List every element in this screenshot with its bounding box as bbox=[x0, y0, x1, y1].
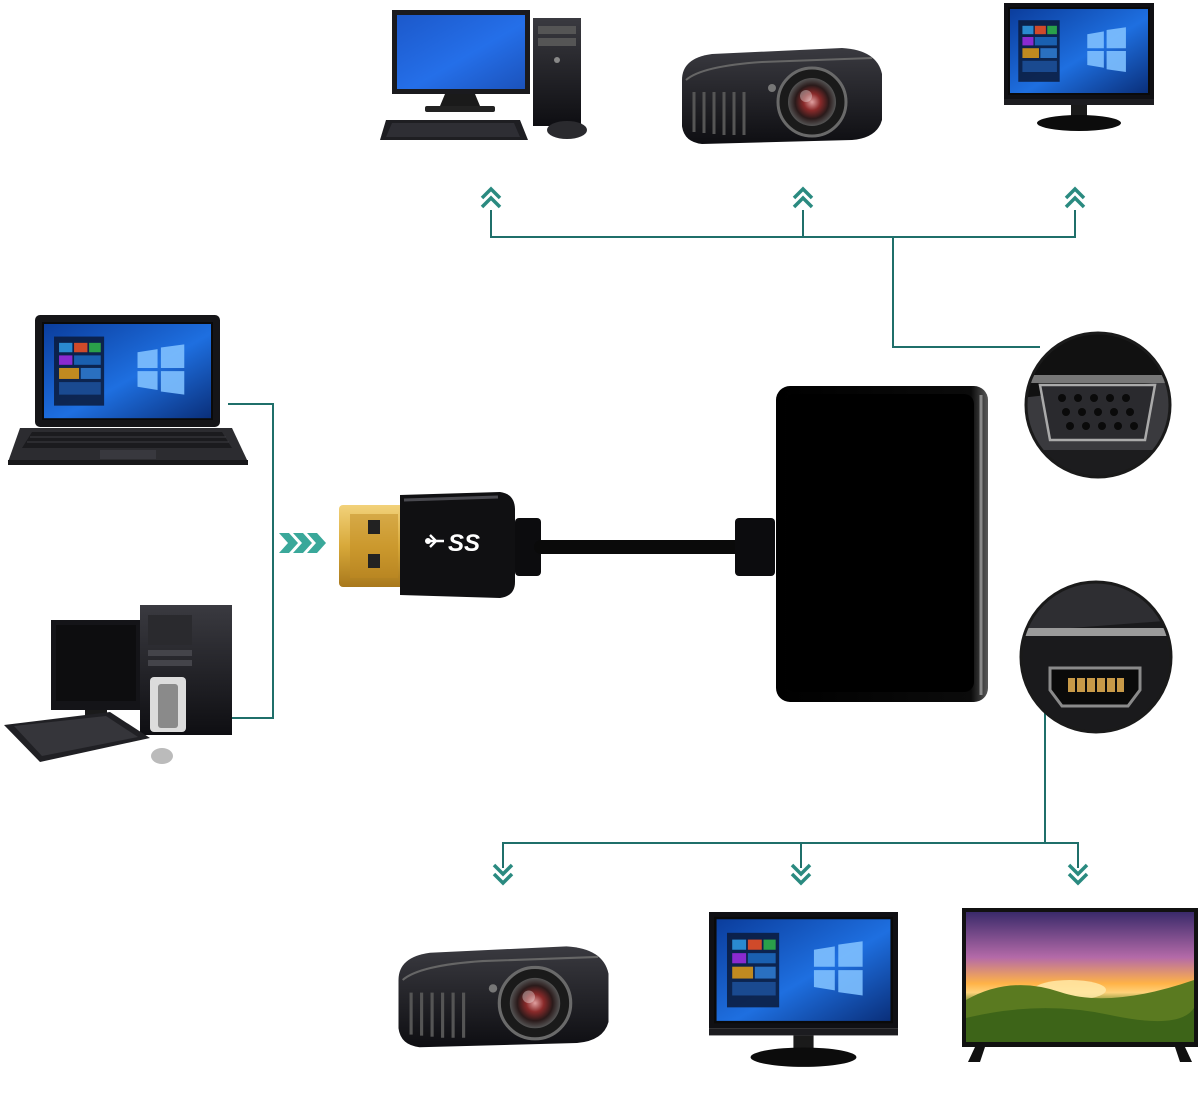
usb-cable bbox=[534, 518, 775, 576]
laptop-icon bbox=[8, 315, 248, 465]
tv-icon bbox=[962, 908, 1198, 1062]
adapter-body bbox=[776, 386, 988, 702]
usb-logo-text: SS bbox=[448, 530, 480, 557]
vga-port-icon bbox=[1024, 331, 1172, 479]
hdmi-bus-line bbox=[502, 842, 1079, 868]
desktop-pc-icon bbox=[380, 10, 587, 140]
source-bracket bbox=[228, 403, 274, 719]
projector-icon bbox=[680, 46, 884, 146]
usb-plug: SS bbox=[339, 492, 541, 598]
connector-lines bbox=[228, 210, 1079, 868]
projector-icon bbox=[396, 944, 611, 1049]
usb-superspeed-icon: SS bbox=[425, 530, 480, 557]
desktop-computer-icon bbox=[4, 605, 232, 764]
arrow-up-monitor bbox=[1064, 187, 1086, 209]
vga-bus-line bbox=[490, 210, 1076, 238]
monitor-icon bbox=[1004, 3, 1154, 131]
arrow-right-input bbox=[279, 533, 326, 553]
vga-port-link bbox=[892, 237, 1040, 348]
arrow-up-projector bbox=[792, 187, 814, 209]
arrow-up-pc bbox=[480, 187, 502, 209]
arrows bbox=[279, 187, 1089, 885]
hdmi-port-icon bbox=[1019, 580, 1173, 734]
monitor-icon bbox=[709, 912, 898, 1067]
